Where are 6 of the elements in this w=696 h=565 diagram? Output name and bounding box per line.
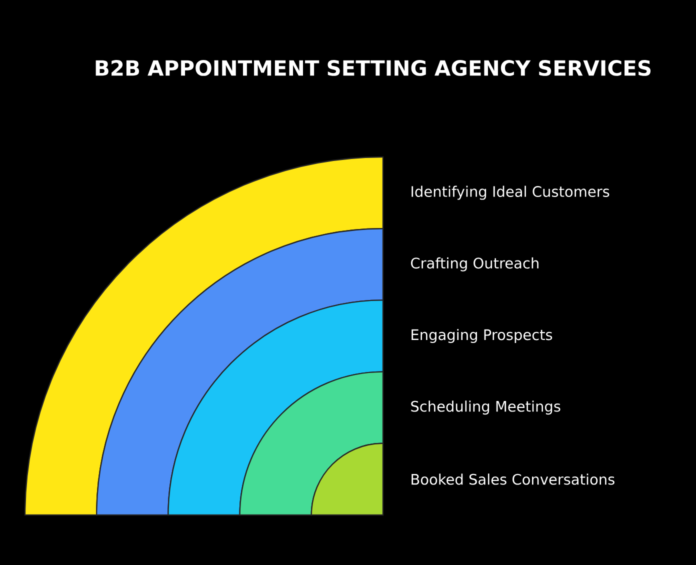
- band-label: Identifying Ideal Customers: [412, 186, 610, 200]
- band-label: Crafting Outreach: [411, 257, 538, 272]
- band-label: Engaging Prospects: [412, 328, 552, 343]
- title: B2B APPOINTMENT SETTING AGENCY SERVICES: [96, 60, 651, 76]
- band-label: Booked Sales Conversations: [412, 474, 614, 485]
- band-label: Scheduling Meetings: [411, 400, 560, 415]
